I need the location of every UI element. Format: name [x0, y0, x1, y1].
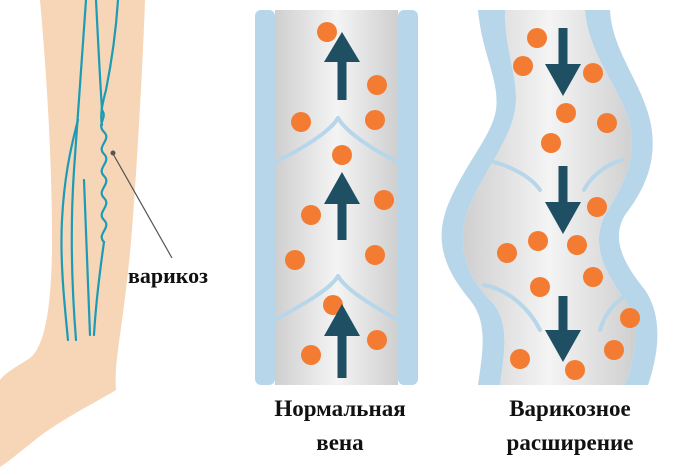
blood-cell — [332, 145, 352, 165]
normal-vein-blood-cells — [285, 22, 394, 365]
varicose-vein — [441, 10, 658, 385]
normal-vein-valves — [273, 116, 400, 322]
flow-arrow-down — [545, 296, 581, 362]
blood-cell — [367, 330, 387, 350]
blood-cell — [291, 112, 311, 132]
blood-cell — [301, 205, 321, 225]
normal-vein-caption-line1: Нормальная — [274, 396, 406, 421]
blood-cell — [583, 63, 603, 83]
normal-vein — [255, 10, 418, 385]
blood-cell — [513, 56, 533, 76]
blood-cell — [301, 345, 321, 365]
varicose-vein-flow-arrows — [545, 28, 581, 362]
normal-vein-caption-line2: вена — [316, 430, 364, 455]
blood-cell — [323, 295, 343, 315]
blood-cell — [556, 103, 576, 123]
varicose-vein-wall — [441, 10, 517, 385]
blood-cell — [374, 190, 394, 210]
vein-line — [100, 0, 120, 127]
blood-cell — [317, 22, 337, 42]
blood-cell — [530, 277, 550, 297]
blood-cell — [604, 340, 624, 360]
vein-line — [70, 0, 88, 342]
blood-cell — [510, 349, 530, 369]
vein-line — [92, 240, 106, 337]
blood-cell — [528, 231, 548, 251]
varicose-caption-line2: расширение — [506, 430, 634, 455]
valve — [598, 288, 640, 332]
blood-cell — [567, 235, 587, 255]
blood-cell — [565, 360, 585, 380]
vein-line — [60, 118, 80, 342]
flow-arrow-down — [545, 28, 581, 96]
varicose-vein-valves — [476, 158, 640, 332]
vein-line — [94, 0, 104, 112]
blood-cell — [587, 197, 607, 217]
blood-cell — [367, 75, 387, 95]
valve — [476, 158, 542, 192]
blood-cell — [620, 308, 640, 328]
flow-arrow-up — [324, 304, 360, 378]
varicose-vein-blood-cells — [497, 28, 640, 380]
flow-arrow-up — [324, 32, 360, 100]
blood-cell — [497, 243, 517, 263]
valve — [336, 116, 400, 164]
leg-veins — [60, 0, 120, 342]
valve — [273, 116, 340, 164]
blood-cell — [583, 267, 603, 287]
valve — [582, 158, 624, 192]
flow-arrow-up — [324, 172, 360, 240]
blood-cell — [365, 245, 385, 265]
blood-cell — [597, 113, 617, 133]
blood-cell — [541, 133, 561, 153]
flow-arrow-down — [545, 166, 581, 234]
vein-line — [82, 178, 92, 337]
varicose-caption: Варикозное расширение — [465, 392, 675, 460]
normal-vein-wall-right — [398, 10, 418, 385]
blood-cell — [527, 28, 547, 48]
varicose-caption-line1: Варикозное — [509, 396, 631, 421]
normal-vein-caption: Нормальная вена — [245, 392, 435, 460]
normal-vein-wall-left — [255, 10, 275, 385]
blood-cell — [365, 110, 385, 130]
valve — [273, 274, 340, 322]
varikoz-pointer-dot — [110, 150, 116, 156]
varikoz-label: варикоз — [128, 263, 209, 288]
blood-cell — [285, 250, 305, 270]
vein-line-varicose — [100, 108, 108, 244]
leg-illustration — [0, 0, 173, 467]
varikoz-pointer-line — [111, 151, 173, 259]
valve — [336, 274, 400, 322]
normal-vein-flow-arrows — [324, 32, 360, 378]
valve — [482, 283, 542, 332]
